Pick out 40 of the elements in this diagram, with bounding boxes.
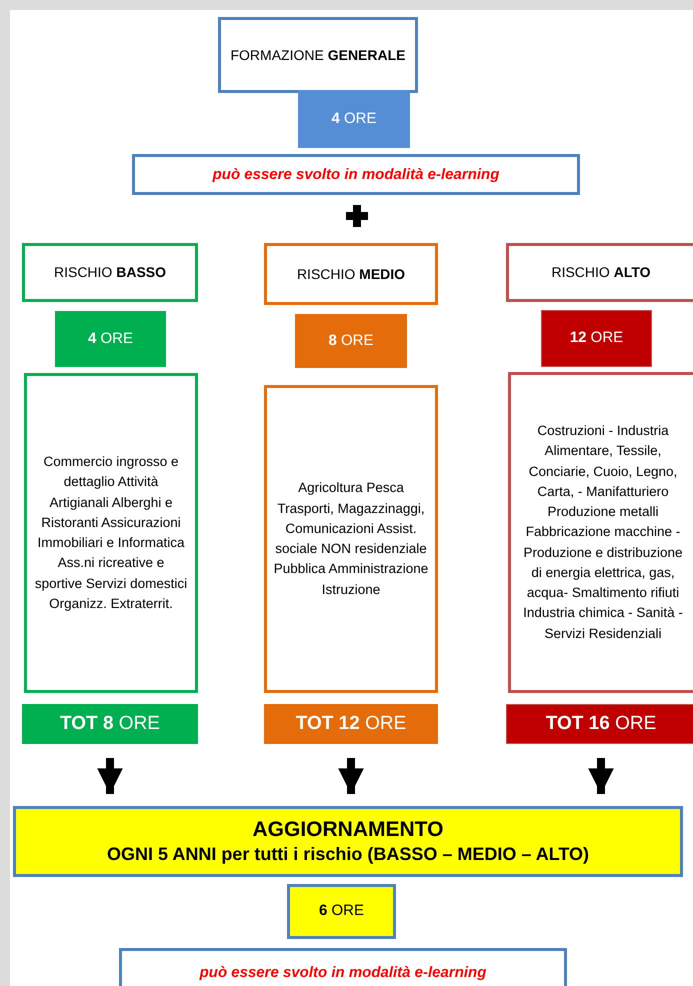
risk-heading-box: [22, 243, 198, 302]
sector-list-box: [264, 385, 438, 693]
hours-box: [55, 311, 166, 367]
box-text: 12 ORE: [570, 330, 624, 347]
total-hours-box: [506, 704, 693, 744]
box-text: RISCHIO MEDIO: [296, 266, 406, 282]
sector-list-box: [24, 373, 198, 693]
box-text: AGGIORNAMENTO: [252, 817, 444, 844]
hours-box: [295, 314, 407, 368]
sector-list-box: [508, 372, 693, 693]
arrow: [338, 758, 364, 794]
box-text: TOT 8 ORE: [60, 714, 160, 734]
box-text: Agricoltura Pesca Trasporti, Magazzinaggi, Comunicazioni Assist. sociale NON residenziale Pubblica Amministrazione Istruzione: [273, 479, 429, 598]
box-text: può essere svolto in modalità e-learning: [200, 964, 486, 982]
box-text: Commercio ingrosso e dettaglio Attività Artigianali Alberghi e Ristoranti Assicurazioni Immobiliari e Informatica Ass.ni ricreative e sportive Servizi domestici Organizz. Extraterrit.: [34, 453, 188, 613]
box-text: RISCHIO BASSO: [54, 264, 166, 281]
arrow: [97, 758, 123, 794]
hours-box: [541, 310, 652, 367]
update-box: [13, 806, 683, 877]
total-hours-box: [22, 704, 198, 744]
box-text: Costruzioni - Industria Alimentare, Tessile, Conciarie, Cuoio, Legno, Carta, - Manifatturiero Produzione metalli Fabbricazione macchine - Produzione e distribuzione di energia elettrica, gas, acqua- Smaltimento rifiuti Industria chimica - Sanità - Servizi Residenziali: [522, 422, 684, 643]
box-text: 6 ORE: [318, 903, 364, 920]
box-text: può essere svolto in modalità e-learning: [212, 166, 500, 184]
box-text: 4 ORE: [331, 110, 377, 128]
hours-box: [287, 884, 396, 939]
box-text: 4 ORE: [88, 330, 134, 348]
box-text: TOT 12 ORE: [296, 714, 406, 734]
arrow: [588, 758, 614, 794]
risk-heading-box: [506, 243, 693, 302]
box-subtext: OGNI 5 ANNI per tutti i rischio (BASSO – MEDIO – ALTO): [106, 843, 590, 866]
note-box: [119, 948, 567, 986]
box-text: RISCHIO ALTO: [551, 264, 651, 281]
note-box: [132, 154, 580, 195]
risk-heading-box: [218, 17, 418, 93]
hours-box: [298, 90, 410, 148]
box-text: FORMAZIONE GENERALE: [230, 46, 406, 64]
box-text: 8 ORE: [328, 332, 374, 350]
total-hours-box: [264, 704, 438, 744]
risk-heading-box: [264, 243, 438, 305]
box-text: TOT 16 ORE: [546, 714, 656, 734]
